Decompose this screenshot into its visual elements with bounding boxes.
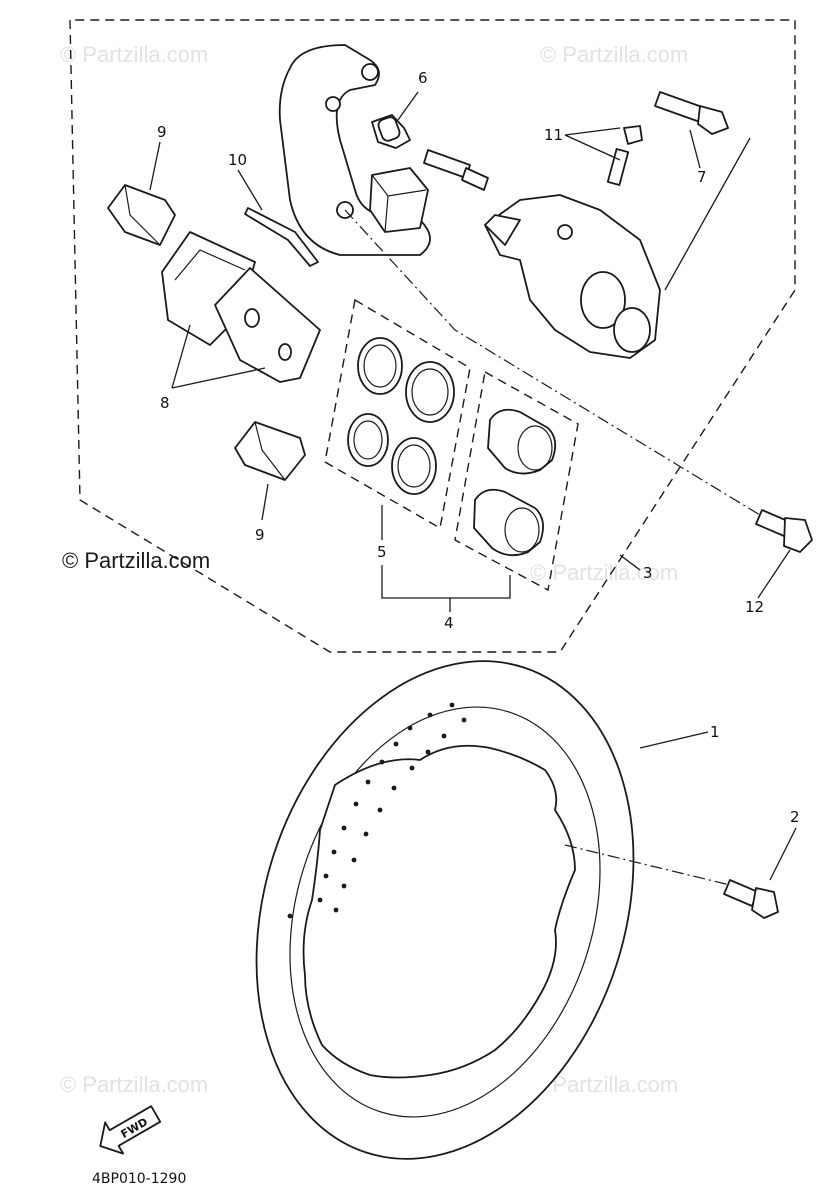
pad-clip-10 xyxy=(244,207,319,267)
align-line-12 xyxy=(344,209,761,516)
callout-5: 5 xyxy=(377,543,387,561)
bolt-12 xyxy=(755,509,813,553)
pad-spring-9-bottom xyxy=(234,421,306,481)
slide-pin xyxy=(423,149,489,191)
seal-kit-5 xyxy=(347,337,455,495)
watermark-bottom-left: © Partzilla.com xyxy=(60,1072,208,1097)
callout-6: 6 xyxy=(418,69,428,87)
callout-8: 8 xyxy=(160,394,170,412)
bolt-7 xyxy=(654,91,729,135)
brake-pad-8b xyxy=(214,267,321,383)
caliper-assembly-boundary xyxy=(69,19,796,653)
pistons xyxy=(473,408,557,557)
watermark-mid-left: © Partzilla.com xyxy=(62,548,210,573)
callout-12: 12 xyxy=(745,598,764,616)
watermark-top-left: © Partzilla.com xyxy=(60,42,208,67)
callout-7: 7 xyxy=(697,168,707,186)
callout-4: 4 xyxy=(444,614,454,632)
drawing-code: 4BP010-1290 xyxy=(92,1171,186,1187)
bolt-6 xyxy=(371,114,411,149)
align-line-2 xyxy=(564,844,731,886)
brake-disc-1 xyxy=(255,660,635,1160)
callout-10: 10 xyxy=(228,151,247,169)
caliper-housing xyxy=(484,194,661,359)
bolt-2 xyxy=(723,879,779,919)
callout-11: 11 xyxy=(544,126,563,144)
callout-9-bottom: 9 xyxy=(255,526,265,544)
seal-kit-boundary xyxy=(324,298,471,530)
callout-9-top: 9 xyxy=(157,123,167,141)
watermark-layer: © Partzilla.com © Partzilla.com © Partzi… xyxy=(60,42,688,1097)
callout-labels: 6 11 7 9 10 8 9 5 4 3 12 1 2 xyxy=(157,69,800,826)
caliper-slider-block xyxy=(369,167,429,233)
callout-1: 1 xyxy=(710,723,720,741)
leader-7 xyxy=(664,137,751,291)
callout-leaders xyxy=(149,91,797,881)
disc-drill-holes xyxy=(287,702,467,919)
callout-3: 3 xyxy=(643,564,653,582)
bleed-screw-11 xyxy=(606,125,643,186)
fwd-direction-arrow: FWD xyxy=(99,1105,162,1155)
callout-2: 2 xyxy=(790,808,800,826)
pad-spring-9-top xyxy=(107,184,176,246)
piston-kit-boundary xyxy=(454,370,579,592)
watermark-top-right: © Partzilla.com xyxy=(540,42,688,67)
watermark-mid-right: © Partzilla.com xyxy=(530,560,678,585)
